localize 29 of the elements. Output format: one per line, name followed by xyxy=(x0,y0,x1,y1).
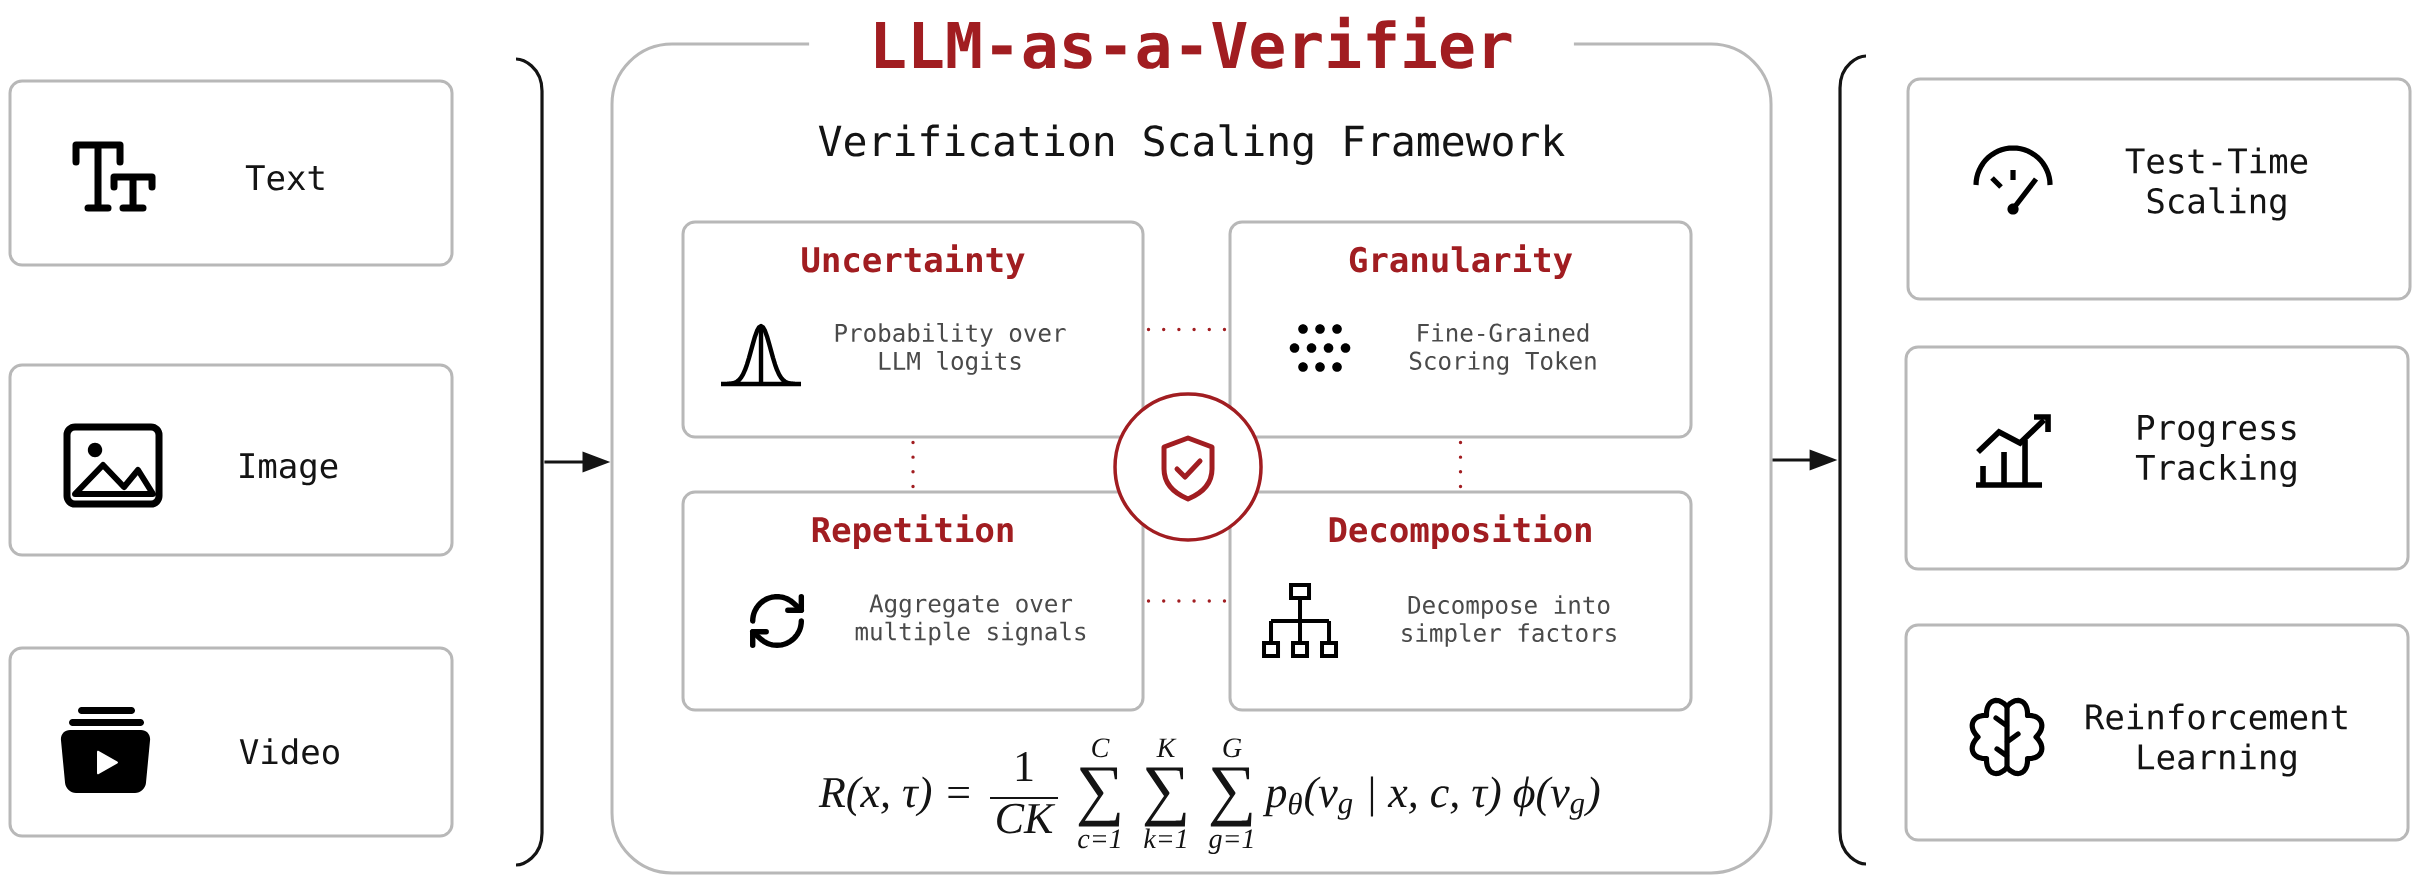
summation-limit: G xyxy=(1223,738,1242,758)
dotted-line xyxy=(1146,327,1227,332)
dimension-card: Repetition Aggregate over multiple signals xyxy=(681,490,1145,712)
dotted-line xyxy=(911,440,915,489)
summation-sign: ∑ xyxy=(1210,767,1252,827)
bracket xyxy=(515,57,544,867)
summation-sign: ∑ xyxy=(1078,767,1120,827)
summation-limit: K xyxy=(1156,738,1177,757)
input-card: Image xyxy=(8,363,454,557)
dotted-line xyxy=(1458,440,1463,489)
dotted-line xyxy=(1146,599,1227,603)
formula-term: p$_{θ}$(v$_{g}$ | x, c, τ) ϕ(v$_{g}$) xyxy=(1262,776,1600,820)
formula-term: R(x, τ) = xyxy=(818,776,969,817)
input-card: Text xyxy=(8,79,454,267)
summation-limit: c=1 xyxy=(1078,829,1120,849)
input-card: Video xyxy=(8,646,454,838)
summation-limit: C xyxy=(1092,738,1110,758)
dimension-card: Granularity Fine-Grained Scoring Token xyxy=(1228,220,1693,439)
summation-limit: g=1 xyxy=(1208,829,1253,854)
formula-term: 1 xyxy=(1016,751,1033,781)
application-card: Progress Tracking xyxy=(1904,345,2410,571)
application-card: Reinforcement Learning xyxy=(1904,623,2410,842)
dimension-card: Decomposition Decompose into simpler factors xyxy=(1228,490,1693,712)
summation-limit: k=1 xyxy=(1144,828,1186,848)
bracket xyxy=(1838,54,1867,866)
dimension-card: Uncertainty Probability over LLM logits xyxy=(681,220,1145,439)
application-card: Test-Time Scaling xyxy=(1906,77,2412,301)
formula-term: CK xyxy=(997,803,1056,834)
summation-sign: ∑ xyxy=(1144,767,1186,827)
